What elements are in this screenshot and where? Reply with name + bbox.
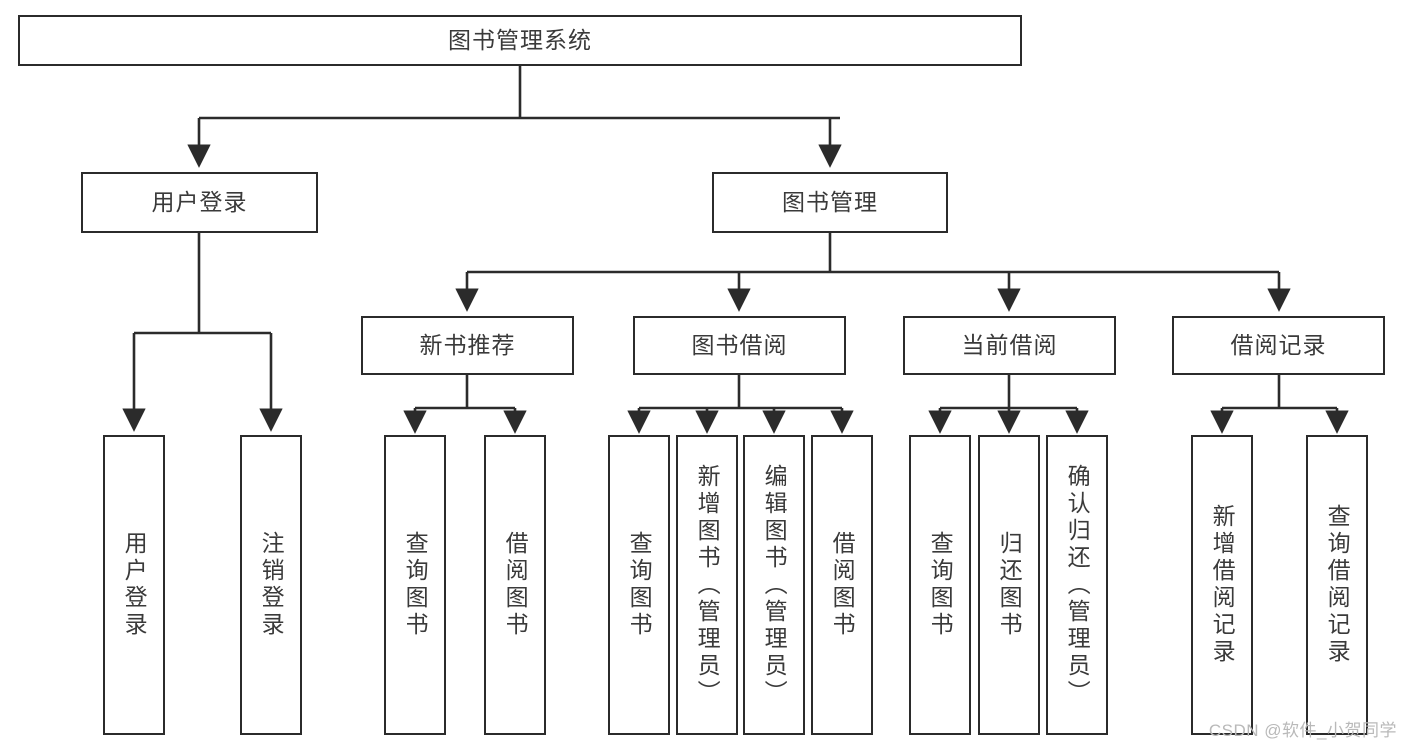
- node-leaf-edit-book[interactable]: 编辑图书（管理员）: [743, 435, 805, 735]
- node-label: 查询借阅记录: [1324, 504, 1351, 666]
- node-label: 借阅图书: [502, 531, 529, 639]
- node-label: 当前借阅: [961, 332, 1058, 359]
- node-book-manage[interactable]: 图书管理: [712, 172, 948, 233]
- node-leaf-add-book[interactable]: 新增图书（管理员）: [676, 435, 738, 735]
- node-label: 新增图书（管理员）: [694, 463, 721, 707]
- node-label: 图书管理: [782, 189, 878, 216]
- node-leaf-query-book-2[interactable]: 查询图书: [608, 435, 670, 735]
- node-leaf-borrow-book-2[interactable]: 借阅图书: [811, 435, 873, 735]
- node-label: 用户登录: [151, 189, 248, 216]
- node-leaf-query-book-1[interactable]: 查询图书: [384, 435, 446, 735]
- node-leaf-borrow-book-1[interactable]: 借阅图书: [484, 435, 546, 735]
- node-leaf-confirm-return[interactable]: 确认归还（管理员）: [1046, 435, 1108, 735]
- node-label: 借阅图书: [829, 531, 856, 639]
- node-label: 编辑图书（管理员）: [761, 463, 788, 707]
- node-leaf-query-book-3[interactable]: 查询图书: [909, 435, 971, 735]
- node-leaf-query-record[interactable]: 查询借阅记录: [1306, 435, 1368, 735]
- node-leaf-add-record[interactable]: 新增借阅记录: [1191, 435, 1253, 735]
- node-label: 新书推荐: [419, 332, 516, 359]
- node-label: 借阅记录: [1230, 332, 1327, 359]
- node-borrow-record[interactable]: 借阅记录: [1172, 316, 1385, 375]
- node-label: 查询图书: [626, 531, 653, 639]
- node-label: 注销登录: [258, 531, 285, 639]
- node-new-book-recommend[interactable]: 新书推荐: [361, 316, 574, 375]
- node-leaf-logout[interactable]: 注销登录: [240, 435, 302, 735]
- node-label: 归还图书: [996, 531, 1023, 639]
- node-label: 图书管理系统: [448, 27, 592, 54]
- node-label: 新增借阅记录: [1209, 504, 1236, 666]
- node-current-borrow[interactable]: 当前借阅: [903, 316, 1116, 375]
- node-label: 图书借阅: [691, 332, 788, 359]
- node-leaf-return-book[interactable]: 归还图书: [978, 435, 1040, 735]
- node-label: 查询图书: [927, 531, 954, 639]
- node-root-system[interactable]: 图书管理系统: [18, 15, 1022, 66]
- node-label: 查询图书: [402, 531, 429, 639]
- node-book-borrow[interactable]: 图书借阅: [633, 316, 846, 375]
- node-label: 确认归还（管理员）: [1064, 463, 1091, 707]
- node-leaf-user-login[interactable]: 用户登录: [103, 435, 165, 735]
- node-user-login[interactable]: 用户登录: [81, 172, 318, 233]
- node-label: 用户登录: [121, 531, 148, 639]
